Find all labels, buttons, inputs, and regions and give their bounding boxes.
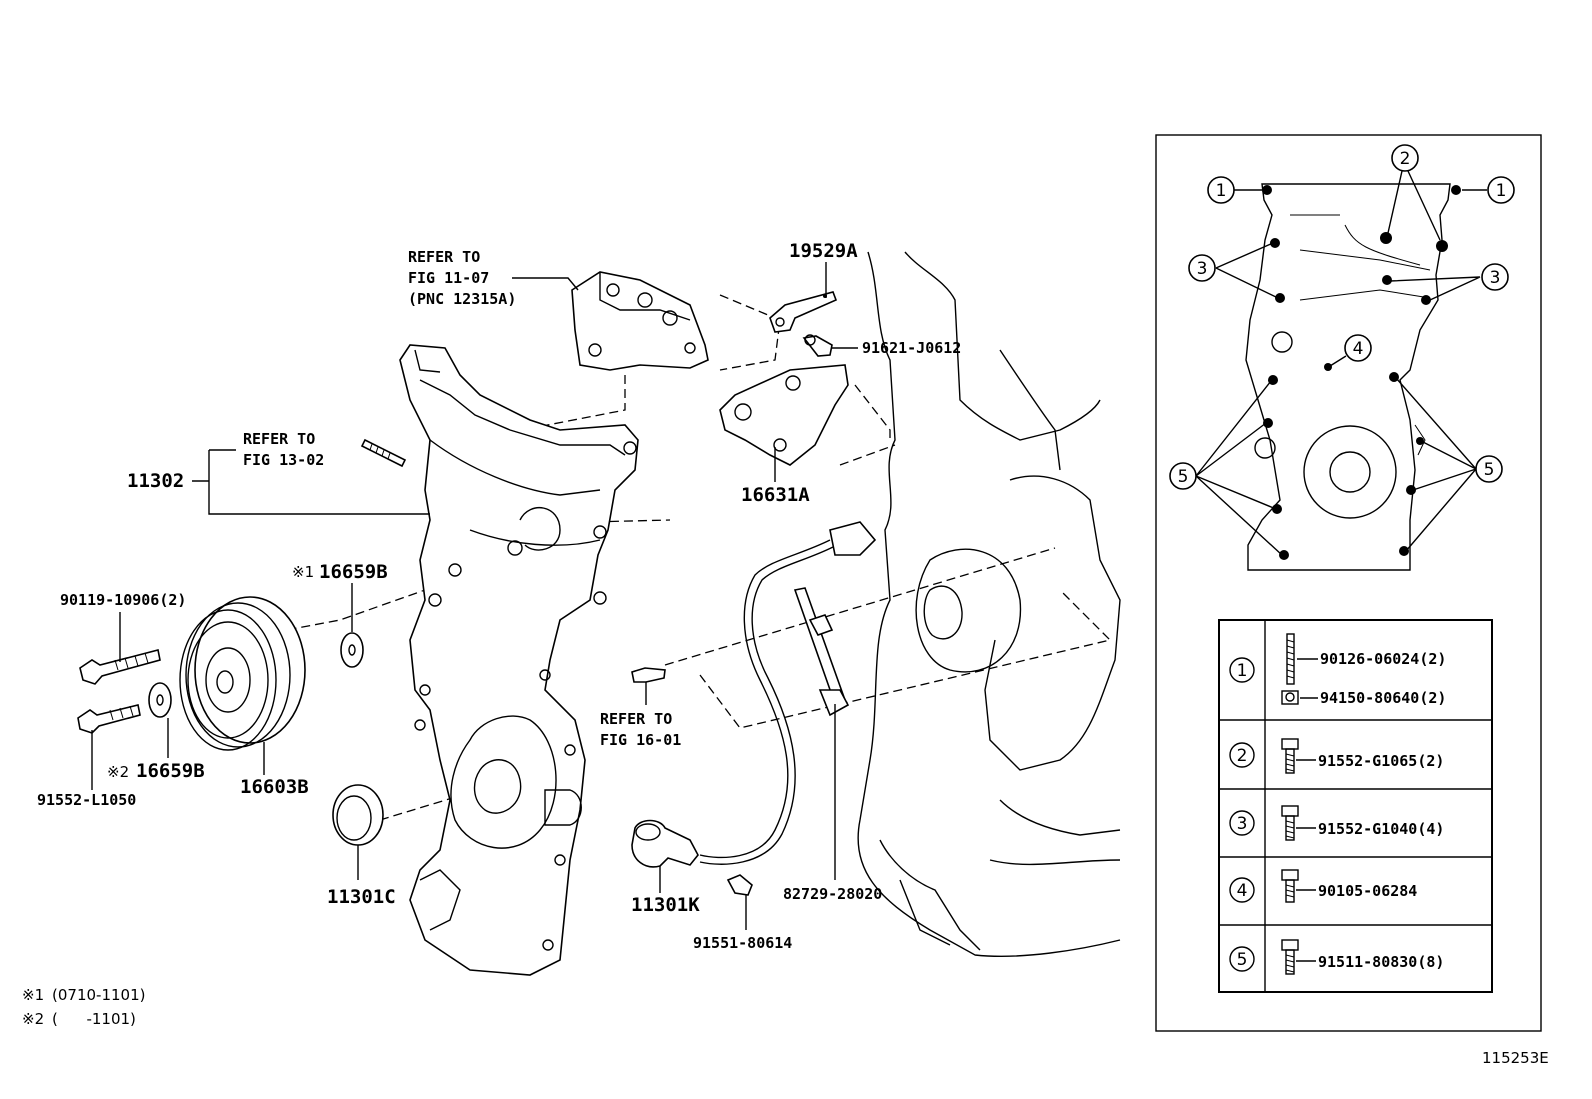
refer-11-07-line1: REFER TO (408, 248, 480, 266)
label-82729-28020[interactable]: 82729-28020 (783, 885, 882, 903)
stud-icon (1286, 633, 1295, 685)
legend-table: 1 90126-06024(2) 94150-80640(2) 2 (1218, 619, 1493, 993)
footnote-1-mark: ※1 (22, 986, 44, 1004)
callout-3-left[interactable]: 3 (1188, 254, 1216, 282)
sensor-harness-82729 (699, 521, 877, 865)
timing-cover-11302 (399, 344, 639, 976)
legend-row-5-part-1: 91511-80830(8) (1318, 953, 1444, 971)
bolt-icon (1281, 805, 1299, 841)
oil-seal-11301C (332, 784, 384, 846)
legend-row-1-part-2: 94150-80640(2) (1320, 689, 1446, 707)
callout-5-left[interactable]: 5 (1169, 462, 1197, 490)
dashed-leaders (259, 294, 1112, 821)
refer-11-07-line3: (PNC 12315A) (408, 290, 516, 308)
label-11301K[interactable]: 11301K (631, 894, 700, 916)
washer-16659B-1 (340, 632, 364, 668)
legend-row-2-part-1: 91552-G1065(2) (1318, 752, 1444, 770)
callout-2[interactable]: 2 (1391, 144, 1419, 172)
inset-frame (1155, 134, 1542, 1032)
legend-row-3[interactable]: 3 91552-G1040(4) (1229, 805, 1444, 841)
callout-5-right[interactable]: 5 (1475, 455, 1503, 483)
footnote-1-range: (0710-1101) (52, 986, 145, 1004)
label-leaders (91, 262, 858, 930)
engine-mount-bracket (571, 271, 709, 371)
refer-fig-16-01[interactable]: REFER TO FIG 16-01 (600, 710, 681, 749)
label-16603B[interactable]: 16603B (240, 776, 309, 798)
legend-row-2[interactable]: 2 91552-G1065(2) (1229, 738, 1444, 774)
bolt-91621 (802, 334, 833, 357)
idler-bracket-16631A (719, 364, 849, 466)
callout-1-right[interactable]: 1 (1487, 176, 1515, 204)
bolt-91552-L1050 (77, 704, 141, 734)
callout-3-right[interactable]: 3 (1481, 263, 1509, 291)
inset-bolt-dots (1262, 185, 1461, 560)
bolt-fig-16-01 (631, 667, 666, 683)
figure-code: 115253E (1482, 1049, 1549, 1067)
footnote-2-range: ( -1101) (52, 1010, 136, 1028)
label-91552-L1050[interactable]: 91552-L1050 (37, 791, 136, 809)
refer-fig-11-07[interactable]: REFER TO FIG 11-07 (PNC 12315A) (408, 248, 516, 308)
footnote-2-mark: ※2 (22, 1010, 44, 1028)
label-11301C[interactable]: 11301C (327, 886, 396, 908)
callout-2-text: 2 (1400, 149, 1411, 169)
label-19529A[interactable]: 19529A (789, 240, 858, 262)
washer-16659B-2 (148, 682, 172, 718)
legend-row-1-index: 1 (1237, 661, 1248, 681)
label-16659B-1[interactable]: 16659B (319, 561, 388, 583)
callout-3-right-text: 3 (1490, 268, 1501, 288)
bolt-90119 (79, 649, 161, 685)
legend-row-1-part-1: 90126-06024(2) (1320, 650, 1446, 668)
legend-row-3-index: 3 (1237, 814, 1248, 834)
refer-11-07-line2: FIG 11-07 (408, 269, 489, 287)
bolt-icon (1281, 869, 1299, 903)
legend-row-5[interactable]: 5 91511-80830(8) (1229, 939, 1444, 975)
inset-callouts: 1 1 2 3 3 4 5 5 (1169, 144, 1515, 490)
label-11302[interactable]: 11302 (127, 470, 184, 492)
label-90119-10906[interactable]: 90119-10906(2) (60, 591, 186, 609)
label-91621-J0612[interactable]: 91621-J0612 (862, 339, 961, 357)
callout-5-left-text: 5 (1178, 467, 1189, 487)
refer-16-01-line2: FIG 16-01 (600, 731, 681, 749)
legend-row-5-index: 5 (1237, 950, 1248, 970)
label-91551-80614[interactable]: 91551-80614 (693, 934, 792, 952)
nut-icon (1281, 690, 1299, 705)
footnotes: ※1 (0710-1101) ※2 ( -1101) (22, 986, 145, 1028)
refer-13-02-line1: REFER TO (243, 430, 315, 448)
callout-4[interactable]: 4 (1344, 334, 1372, 362)
engine-block-outline (857, 251, 1121, 957)
bolt-icon (1281, 738, 1299, 774)
note-mark-2: ※2 (107, 763, 129, 781)
callout-1-right-text: 1 (1496, 181, 1507, 201)
legend-row-4[interactable]: 4 90105-06284 (1229, 869, 1417, 903)
bracket-19529A (769, 291, 838, 333)
bolt-icon (1281, 939, 1299, 975)
legend-row-1[interactable]: 1 90126-06024(2) 94150-80640(2) (1229, 633, 1446, 707)
legend-row-4-part-1: 90105-06284 (1318, 882, 1417, 900)
inset-cover-outline (1245, 183, 1451, 571)
sensor-11301K (631, 819, 699, 868)
legend-row-3-part-1: 91552-G1040(4) (1318, 820, 1444, 838)
crank-pulley-16603B (179, 596, 306, 751)
stud-bolt (360, 438, 407, 468)
label-16631A[interactable]: 16631A (741, 484, 810, 506)
bolt-91551 (726, 874, 753, 896)
note-mark-1: ※1 (292, 563, 314, 581)
refer-16-01-line1: REFER TO (600, 710, 672, 728)
callout-1-left-text: 1 (1216, 181, 1227, 201)
legend-row-4-index: 4 (1237, 881, 1248, 901)
callout-1-left[interactable]: 1 (1207, 176, 1235, 204)
callout-4-text: 4 (1353, 339, 1364, 359)
inset-callout-leaders (1195, 170, 1487, 556)
callout-3-left-text: 3 (1197, 259, 1208, 279)
refer-13-02-line2: FIG 13-02 (243, 451, 324, 469)
callout-5-right-text: 5 (1484, 460, 1495, 480)
legend-row-2-index: 2 (1237, 746, 1248, 766)
refer-fig-13-02[interactable]: REFER TO FIG 13-02 (243, 430, 324, 469)
label-16659B-2[interactable]: 16659B (136, 760, 205, 782)
